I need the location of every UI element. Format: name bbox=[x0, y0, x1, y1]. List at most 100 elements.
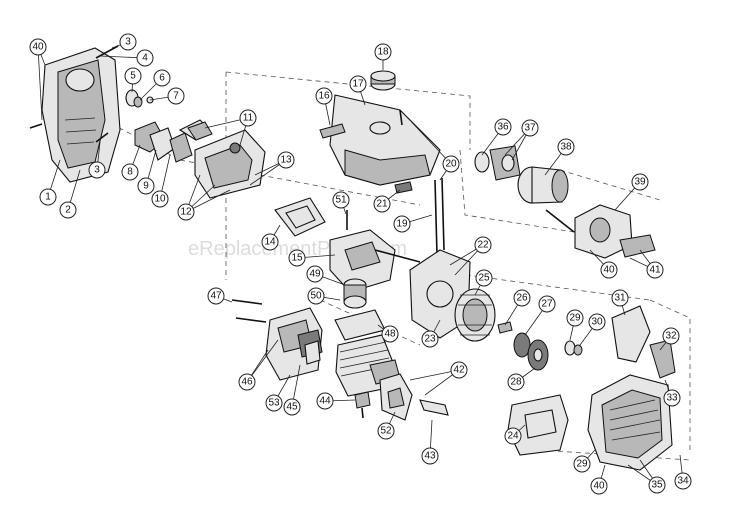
callout-22: 22 bbox=[474, 236, 492, 254]
callout-number: 37 bbox=[524, 123, 536, 134]
callout-number: 4 bbox=[142, 53, 148, 64]
callout-number: 23 bbox=[424, 334, 436, 345]
callout-bubble bbox=[663, 389, 681, 407]
callout-number: 41 bbox=[649, 265, 661, 276]
callout-2: 2 bbox=[59, 201, 77, 219]
callout-31: 31 bbox=[611, 289, 629, 307]
callout-number: 52 bbox=[380, 426, 392, 437]
callout-bubble bbox=[136, 49, 154, 67]
callout-number: 49 bbox=[309, 269, 321, 280]
callout-number: 48 bbox=[384, 329, 396, 340]
callout-36: 36 bbox=[494, 118, 512, 136]
callout-26: 26 bbox=[513, 289, 531, 307]
fuel-filter bbox=[319, 123, 346, 139]
callout-39: 39 bbox=[631, 173, 649, 191]
callout-number: 43 bbox=[424, 451, 436, 462]
mounting-bracket bbox=[611, 305, 676, 379]
callout-10: 10 bbox=[151, 190, 169, 208]
callout-number: 24 bbox=[507, 431, 519, 442]
callout-15: 15 bbox=[288, 249, 306, 267]
leader-line-40 bbox=[37, 46, 43, 121]
callout-16: 16 bbox=[315, 87, 333, 105]
callout-number: 33 bbox=[666, 393, 678, 404]
callout-bubble bbox=[124, 67, 142, 85]
flywheel bbox=[454, 288, 496, 342]
callout-bubble bbox=[631, 173, 649, 191]
callout-9: 9 bbox=[137, 177, 155, 195]
callout-29: 29 bbox=[573, 455, 591, 473]
housing-screws bbox=[29, 45, 119, 143]
callout-number: 5 bbox=[130, 71, 136, 82]
engine-cover-housing bbox=[41, 47, 121, 183]
callout-bubble bbox=[59, 201, 77, 219]
callout-3: 3 bbox=[88, 161, 106, 179]
callout-bubble bbox=[177, 203, 195, 221]
callout-number: 34 bbox=[677, 476, 689, 487]
callout-21: 21 bbox=[373, 195, 391, 213]
callout-bubble bbox=[662, 327, 680, 345]
callout-bubble bbox=[265, 394, 283, 412]
callout-20: 20 bbox=[442, 155, 460, 173]
callout-bubble bbox=[557, 138, 575, 156]
callout-bubble bbox=[316, 392, 334, 410]
callout-44: 44 bbox=[316, 392, 334, 410]
callout-41: 41 bbox=[646, 261, 664, 279]
callout-number: 27 bbox=[541, 299, 553, 310]
callout-3: 3 bbox=[119, 33, 137, 51]
callout-bubble bbox=[151, 190, 169, 208]
callout-37: 37 bbox=[521, 119, 539, 137]
callout-19: 19 bbox=[393, 215, 411, 233]
callout-46: 46 bbox=[238, 373, 256, 391]
flywheel-key bbox=[497, 321, 513, 334]
clutch-drum bbox=[517, 166, 569, 204]
callout-bubble bbox=[513, 289, 531, 307]
callout-number: 18 bbox=[377, 47, 389, 58]
callout-bubble bbox=[588, 313, 606, 331]
callout-bubble bbox=[475, 269, 493, 287]
callout-number: 10 bbox=[154, 194, 166, 205]
callout-47: 47 bbox=[207, 287, 225, 305]
intake-gasket bbox=[274, 197, 326, 237]
callout-bubble bbox=[277, 151, 295, 169]
callout-number: 30 bbox=[591, 317, 603, 328]
callout-number: 45 bbox=[286, 402, 298, 413]
fuel-tank bbox=[329, 94, 441, 186]
callout-number: 40 bbox=[603, 265, 615, 276]
callout-bubble bbox=[504, 427, 522, 445]
recoil-starter-housing bbox=[587, 374, 673, 471]
callout-number: 1 bbox=[45, 192, 51, 203]
clutch-pulley bbox=[513, 332, 549, 371]
callout-14: 14 bbox=[261, 233, 279, 251]
callout-number: 6 bbox=[159, 73, 165, 84]
cylinder-muffler-assembly bbox=[265, 307, 323, 381]
callout-bubble bbox=[538, 295, 556, 313]
callout-bubble bbox=[600, 261, 618, 279]
callout-34: 34 bbox=[674, 472, 692, 490]
callout-42: 42 bbox=[450, 361, 468, 379]
callout-32: 32 bbox=[662, 327, 680, 345]
callout-number: 29 bbox=[576, 459, 588, 470]
callout-25: 25 bbox=[475, 269, 493, 287]
callout-number: 25 bbox=[478, 273, 490, 284]
callout-bubble bbox=[119, 33, 137, 51]
callout-bubble bbox=[29, 38, 47, 56]
callout-bubble bbox=[283, 398, 301, 416]
callout-40: 40 bbox=[600, 261, 618, 279]
callout-12: 12 bbox=[177, 203, 195, 221]
callout-bubble bbox=[167, 87, 185, 105]
small-fittings bbox=[125, 89, 154, 108]
crankcase-body bbox=[329, 229, 421, 293]
callout-number: 36 bbox=[497, 122, 509, 133]
fuel-cap bbox=[370, 70, 396, 91]
callout-number: 38 bbox=[560, 142, 572, 153]
callout-53: 53 bbox=[265, 394, 283, 412]
muffler-screws bbox=[231, 299, 267, 323]
callout-number: 40 bbox=[593, 481, 605, 492]
callout-29: 29 bbox=[566, 309, 584, 327]
callout-bubble bbox=[442, 155, 460, 173]
callout-6: 6 bbox=[153, 69, 171, 87]
callout-7: 7 bbox=[167, 87, 185, 105]
callout-4: 4 bbox=[136, 49, 154, 67]
